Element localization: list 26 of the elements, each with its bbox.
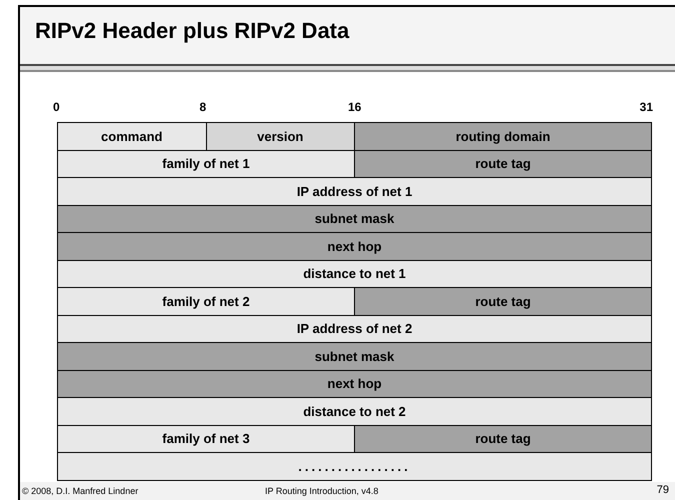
footer-text: IP Routing Introduction, v4.8 <box>265 486 378 496</box>
header-field: ................. <box>57 452 652 480</box>
header-field: routing domain <box>354 122 652 150</box>
bit-number: 8 <box>200 100 206 114</box>
header-field: next hop <box>57 232 652 260</box>
bit-number: 16 <box>348 100 362 114</box>
header-field: command <box>57 122 206 150</box>
header-field: next hop <box>57 370 652 398</box>
footer-text: © 2008, D.I. Manfred Lindner <box>22 486 138 496</box>
header-field: IP address of net 1 <box>57 177 652 206</box>
header-field: IP address of net 2 <box>57 314 652 343</box>
slide-title: RIPv2 Header plus RIPv2 Data <box>35 18 350 44</box>
header-field: route tag <box>354 424 652 453</box>
header-field: distance to net 2 <box>57 397 652 426</box>
header-field: subnet mask <box>57 204 652 233</box>
header-field: family of net 1 <box>57 150 355 178</box>
page-number: 79 <box>656 484 669 496</box>
bit-number: 31 <box>640 100 653 114</box>
bit-number: 0 <box>53 100 60 114</box>
header-field: family of net 3 <box>57 424 355 453</box>
header-field: version <box>206 122 355 150</box>
header-field: family of net 2 <box>57 287 355 316</box>
header-field: route tag <box>354 150 652 178</box>
header-field: route tag <box>354 287 652 316</box>
header-field: subnet mask <box>57 342 652 370</box>
header-field: distance to net 1 <box>57 260 652 288</box>
